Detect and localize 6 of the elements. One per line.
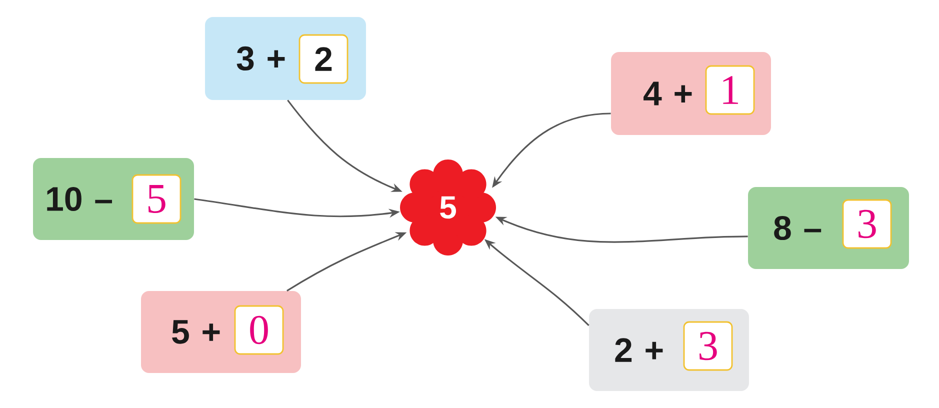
answer-box: 3 bbox=[683, 321, 733, 371]
answer-box: 1 bbox=[705, 65, 755, 115]
answer-box: 3 bbox=[842, 199, 892, 249]
answer-box: 2 bbox=[298, 34, 348, 84]
answer-box: 0 bbox=[234, 305, 284, 355]
answer-box: 5 bbox=[132, 174, 182, 224]
